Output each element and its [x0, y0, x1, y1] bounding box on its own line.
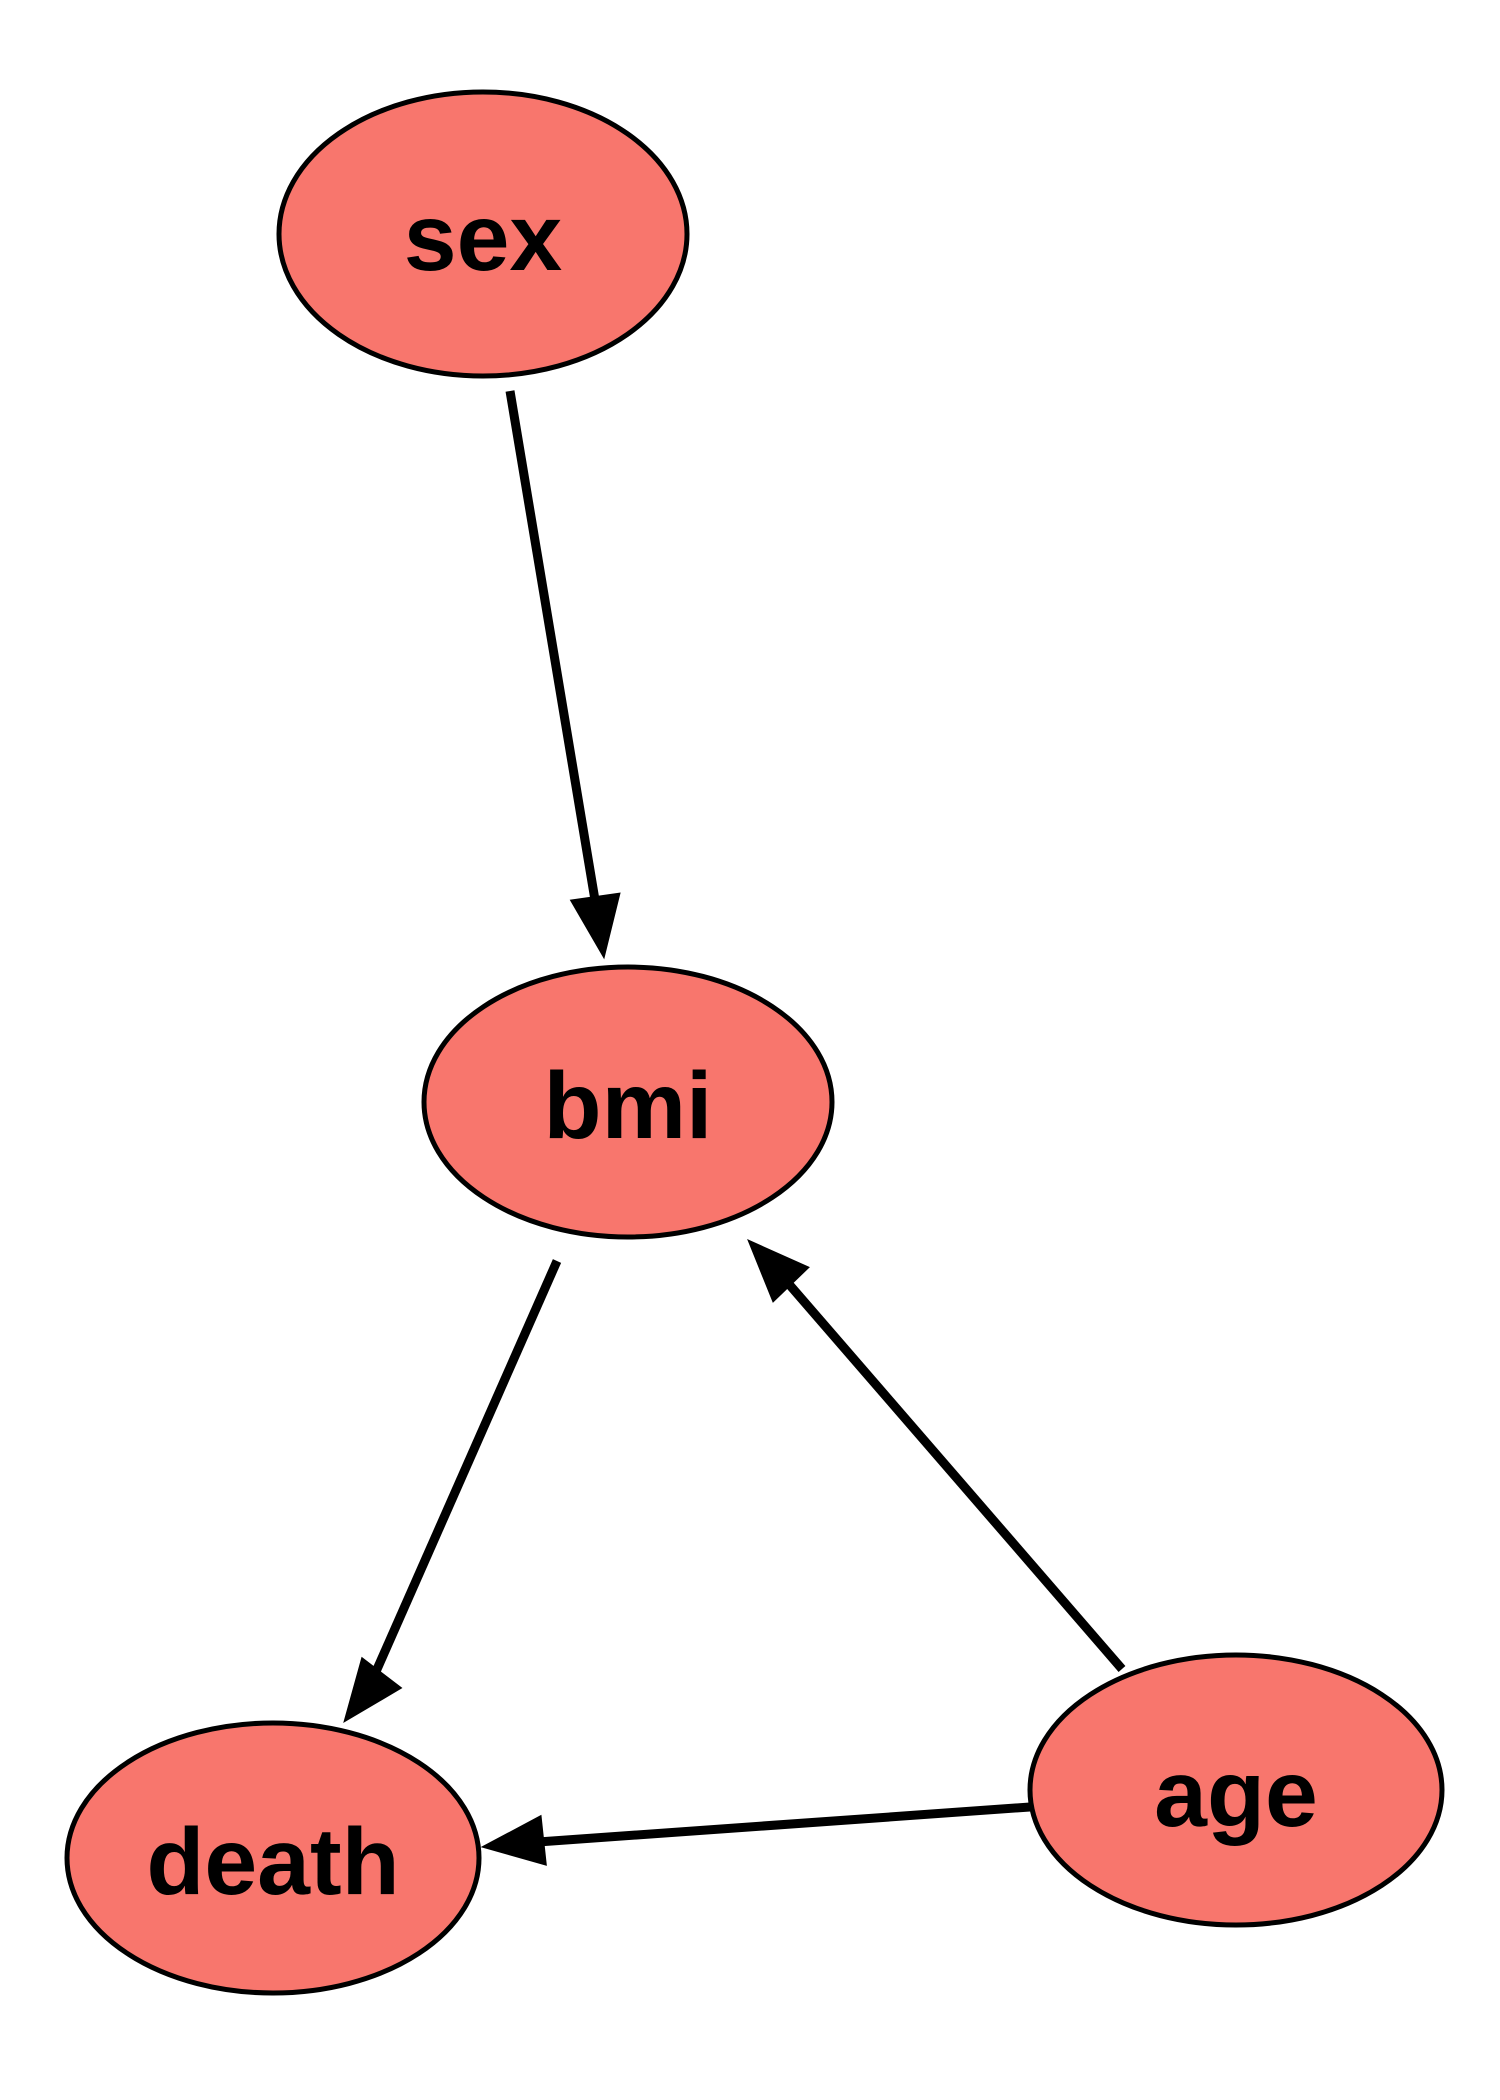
- node-death-label: death: [146, 1809, 399, 1915]
- edge-bmi-to-death-arrowhead: [343, 1656, 403, 1724]
- edge-age-to-death-arrowhead: [480, 1814, 547, 1866]
- edge-age-to-bmi-arrowhead: [747, 1239, 810, 1303]
- edge-group: [343, 390, 1126, 1866]
- edge-bmi-to-death-line: [362, 1259, 562, 1694]
- node-death-ellipse: [64, 1720, 482, 1996]
- node-age[interactable]: age: [1027, 1652, 1445, 1928]
- edge-age-to-bmi[interactable]: [747, 1239, 1126, 1672]
- edge-bmi-to-death[interactable]: [343, 1259, 562, 1724]
- node-bmi[interactable]: bmi: [421, 964, 835, 1240]
- node-sex[interactable]: sex: [276, 89, 690, 379]
- node-sex-label: sex: [404, 185, 563, 291]
- edge-sex-to-bmi[interactable]: [505, 390, 621, 960]
- edge-age-to-bmi-line: [771, 1265, 1126, 1672]
- node-age-label: age: [1154, 1741, 1318, 1847]
- node-sex-ellipse: [276, 89, 690, 379]
- node-bmi-label: bmi: [544, 1053, 713, 1159]
- edge-age-to-death[interactable]: [480, 1802, 1031, 1866]
- edge-sex-to-bmi-arrowhead: [569, 892, 621, 960]
- node-group: sex bmi death age: [64, 89, 1445, 1996]
- node-age-ellipse: [1027, 1652, 1445, 1928]
- node-death[interactable]: death: [64, 1720, 482, 1996]
- node-bmi-ellipse: [421, 964, 835, 1240]
- edge-age-to-death-line: [509, 1802, 1031, 1849]
- edge-sex-to-bmi-line: [505, 390, 605, 931]
